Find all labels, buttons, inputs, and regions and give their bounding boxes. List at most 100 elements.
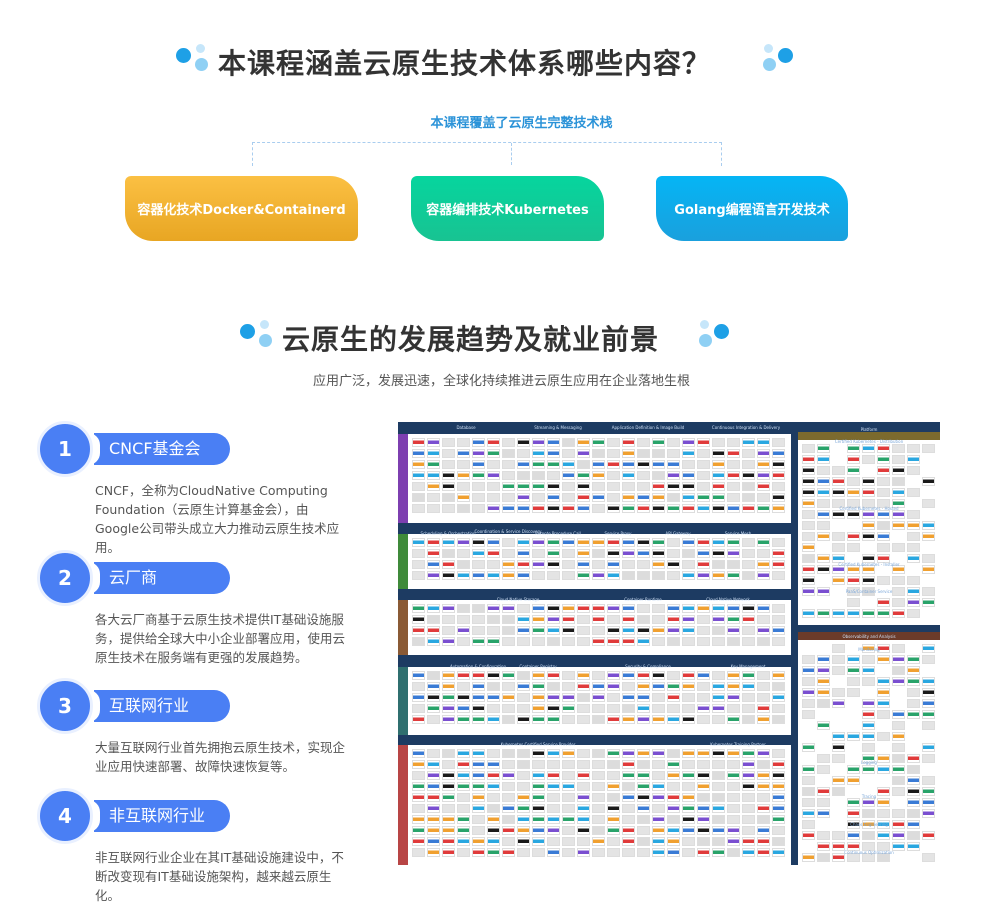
project-logo-tile xyxy=(832,510,845,519)
kubernetes-button[interactable]: 容器编排技术Kubernetes xyxy=(411,176,604,241)
category-strip xyxy=(398,434,408,523)
project-logo-tile xyxy=(757,826,770,835)
project-logo-tile xyxy=(847,688,860,697)
project-logo-tile xyxy=(757,804,770,813)
landscape-section xyxy=(798,432,940,625)
project-logo-tile xyxy=(862,820,875,829)
project-logo-tile xyxy=(562,815,575,824)
project-logo-tile xyxy=(817,831,830,840)
project-logo-tile xyxy=(667,749,680,758)
project-logo-tile xyxy=(667,682,680,691)
project-logo-tile xyxy=(457,626,470,635)
project-logo-tile xyxy=(667,826,680,835)
project-logo-tile xyxy=(682,482,695,491)
project-logo-tile xyxy=(592,493,605,502)
project-logo-tile xyxy=(802,831,815,840)
project-logo-tile xyxy=(577,549,590,558)
project-logo-tile xyxy=(502,671,515,680)
project-logo-tile xyxy=(757,482,770,491)
project-logo-tile xyxy=(757,637,770,646)
project-logo-tile xyxy=(712,793,725,802)
landscape-category-label: Container Registry xyxy=(519,664,557,669)
project-logo-tile xyxy=(487,693,500,702)
project-logo-tile xyxy=(472,760,485,769)
project-logo-tile xyxy=(442,460,455,469)
project-logo-tile xyxy=(622,471,635,480)
project-logo-tile xyxy=(577,504,590,513)
item-description: 各大云厂商基于云原生技术提供IT基础设施服务，提供给全球大中小企业部署应用，使用… xyxy=(95,612,346,665)
golang-button[interactable]: Golang编程语言开发技术 xyxy=(656,176,848,241)
project-logo-tile xyxy=(892,842,905,851)
project-logo-tile xyxy=(877,831,890,840)
project-logo-tile xyxy=(862,666,875,675)
project-logo-tile xyxy=(727,837,740,846)
project-logo-tile xyxy=(622,804,635,813)
project-logo-tile xyxy=(742,471,755,480)
landscape-category-label: Key Management xyxy=(730,664,766,669)
project-logo-tile xyxy=(877,554,890,563)
project-logo-tile xyxy=(682,704,695,713)
project-logo-tile xyxy=(907,842,920,851)
project-logo-tile xyxy=(847,565,860,574)
project-logo-tile xyxy=(562,848,575,857)
project-logo-tile xyxy=(607,837,620,846)
project-logo-tile xyxy=(862,587,875,596)
project-logo-tile xyxy=(802,820,815,829)
project-logo-tile xyxy=(412,837,425,846)
project-logo-tile xyxy=(532,693,545,702)
project-logo-tile xyxy=(847,765,860,774)
project-logo-tile xyxy=(742,815,755,824)
project-logo-tile xyxy=(922,809,935,818)
project-logo-tile xyxy=(757,460,770,469)
project-logo-tile xyxy=(547,471,560,480)
project-logo-tile xyxy=(727,682,740,691)
project-logo-tile xyxy=(817,477,830,486)
project-logo-tile xyxy=(442,626,455,635)
project-logo-tile xyxy=(892,477,905,486)
landscape-category-label: Database xyxy=(456,425,476,430)
project-logo-tile xyxy=(532,704,545,713)
project-logo-tile xyxy=(922,776,935,785)
project-logo-tile xyxy=(472,438,485,447)
project-logo-tile xyxy=(532,771,545,780)
project-logo-tile xyxy=(502,471,515,480)
project-logo-tile xyxy=(712,549,725,558)
landscape-section xyxy=(398,434,791,523)
project-logo-tile xyxy=(412,671,425,680)
project-logo-tile xyxy=(502,604,515,613)
project-logo-tile xyxy=(412,793,425,802)
project-logo-tile xyxy=(757,571,770,580)
project-logo-tile xyxy=(907,666,920,675)
project-logo-tile xyxy=(757,749,770,758)
landscape-category-label: Service Proxy xyxy=(604,531,632,536)
project-logo-tile xyxy=(712,682,725,691)
project-logo-tile xyxy=(847,510,860,519)
landscape-category-label: Kubernetes Training Partner xyxy=(710,742,766,747)
project-logo-tile xyxy=(682,571,695,580)
step-number: 4 xyxy=(37,788,93,844)
project-logo-tile xyxy=(517,482,530,491)
project-logo-tile xyxy=(442,671,455,680)
project-logo-tile xyxy=(742,438,755,447)
project-logo-tile xyxy=(742,604,755,613)
landscape-category-label: Coordination & Service Discovery xyxy=(474,529,542,534)
project-logo-tile xyxy=(457,493,470,502)
project-logo-tile xyxy=(562,793,575,802)
project-logo-tile xyxy=(472,504,485,513)
project-logo-tile xyxy=(502,837,515,846)
project-logo-tile xyxy=(577,560,590,569)
project-logo-tile xyxy=(667,493,680,502)
project-logo-tile xyxy=(517,471,530,480)
project-logo-tile xyxy=(487,626,500,635)
project-logo-tile xyxy=(697,637,710,646)
project-logo-tile xyxy=(607,848,620,857)
project-logo-tile xyxy=(607,482,620,491)
project-logo-tile xyxy=(622,560,635,569)
project-logo-tile xyxy=(907,765,920,774)
project-logo-tile xyxy=(907,831,920,840)
project-logo-tile xyxy=(682,793,695,802)
docker-button[interactable]: 容器化技术Docker&Containerd xyxy=(125,176,358,241)
project-logo-tile xyxy=(832,787,845,796)
section2-subtitle: 应用广泛，发展迅速，全球化持续推进云原生应用在企业落地生根 xyxy=(312,374,690,389)
project-logo-tile xyxy=(652,493,665,502)
